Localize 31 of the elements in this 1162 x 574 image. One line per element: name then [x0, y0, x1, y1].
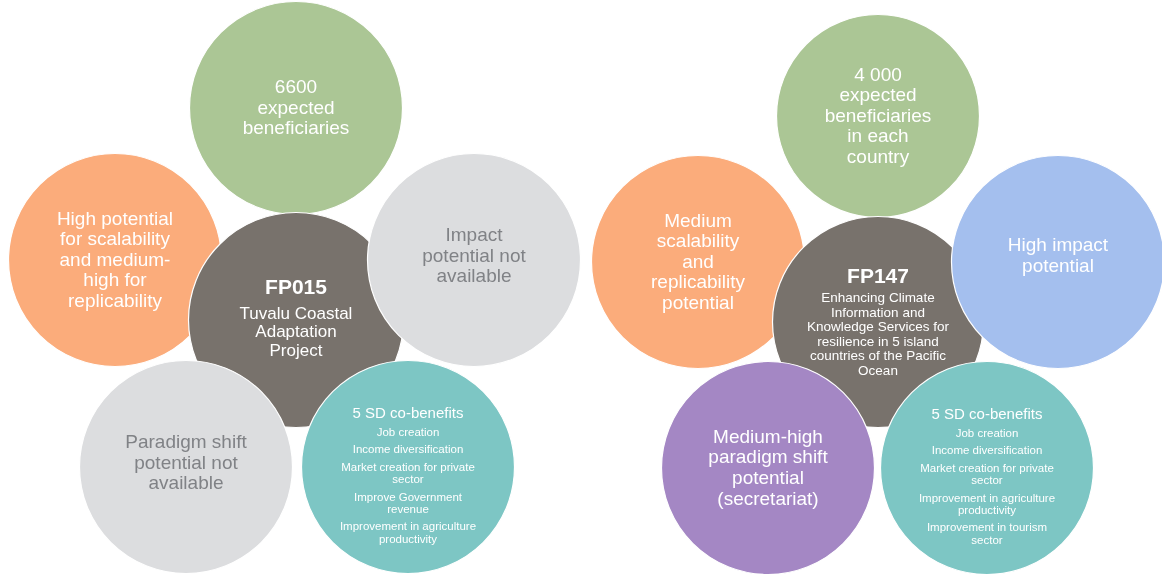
list-item: Market creation for private sector	[340, 460, 476, 486]
circle-node	[79, 360, 293, 574]
list-item: Improvement in agriculture productivity	[338, 520, 478, 546]
circle-node	[189, 1, 403, 215]
circle-node	[8, 153, 222, 367]
circle-label: Paradigm shift potential not available	[124, 432, 248, 494]
project-title: Tuvalu Coastal Adaptation Project	[238, 304, 354, 360]
circle-label: 6600 expected beneficiaries	[241, 77, 351, 139]
list-item: Improvement in agriculture productivity	[917, 491, 1057, 517]
circle-node	[591, 155, 805, 369]
circle-label: High potential for scalability and medium-high for replicability	[55, 208, 175, 312]
circle-node	[367, 153, 581, 367]
list-item: Job creation	[376, 425, 440, 439]
circle-label: Medium scalability and replicability potential	[650, 210, 746, 314]
circle-heading: 5 SD co-benefits	[931, 405, 1043, 422]
project-code: FP015	[265, 276, 327, 299]
circle-label: Impact potential not available	[421, 225, 527, 287]
circle-label: 4 000 expected beneficiaries in each country	[823, 64, 933, 168]
project-code: FP147	[847, 265, 909, 289]
circle-node	[301, 360, 515, 574]
list-item: Improvement in tourism sector	[925, 521, 1049, 547]
list-item: Job creation	[955, 426, 1019, 440]
project-title: Enhancing Climate Information and Knowledge Services for resilience in 5 island countries of the Pacific Ocean	[806, 291, 950, 379]
list-item: Improve Government revenue	[353, 490, 463, 516]
list-item: Market creation for private sector	[919, 461, 1055, 487]
circle-node	[776, 14, 980, 218]
circle-heading: 5 SD co-benefits	[352, 404, 464, 421]
circle-label: Medium-high paradigm shift potential (secretariat)	[707, 426, 829, 510]
list-item: Income diversification	[931, 444, 1043, 457]
circle-label: High impact potential	[1006, 235, 1110, 277]
list-item: Income diversification	[352, 443, 464, 456]
